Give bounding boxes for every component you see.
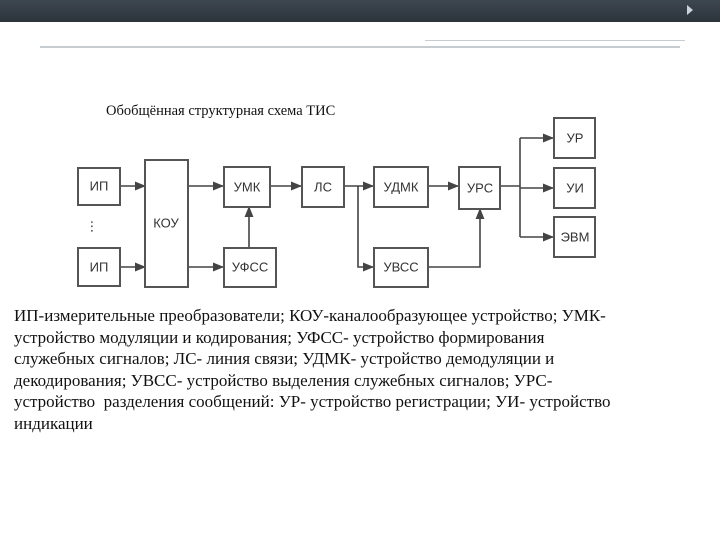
- block-label: ЛС: [314, 179, 332, 194]
- block-urs: УРС: [458, 166, 501, 210]
- block-label: УИ: [566, 180, 584, 195]
- slide-header-bar: [0, 0, 720, 22]
- block-label: УРС: [467, 180, 493, 195]
- block-umk: УМК: [223, 166, 271, 208]
- block-label: УДМК: [384, 179, 419, 194]
- arrow-icon: [687, 5, 693, 15]
- legend-text: ИП-измерительные преобразователи; КОУ-ка…: [14, 306, 611, 433]
- block-label: ИП: [90, 259, 109, 274]
- block-label: КОУ: [153, 215, 179, 230]
- block-label: УФСС: [232, 259, 269, 274]
- divider-line: [425, 40, 685, 41]
- block-label: УВСС: [383, 259, 418, 274]
- block-ui: УИ: [553, 167, 596, 209]
- connector-arrow: [357, 186, 375, 272]
- block-ls: ЛС: [301, 166, 345, 208]
- block-ip-2: ИП: [77, 247, 121, 287]
- block-uvss: УВСС: [373, 247, 429, 288]
- block-ufss: УФСС: [223, 247, 277, 288]
- block-ur: УР: [553, 117, 596, 159]
- ellipsis-label: ⋮: [86, 218, 99, 233]
- block-evm: ЭВМ: [553, 216, 596, 258]
- block-kou: КОУ: [144, 159, 189, 288]
- connector-arrow: [428, 207, 485, 268]
- block-label: УМК: [234, 179, 261, 194]
- divider-line: [40, 46, 680, 48]
- block-label: УР: [567, 130, 584, 145]
- block-ip-1: ИП: [77, 167, 121, 206]
- block-udmk: УДМК: [373, 166, 429, 208]
- block-label: ИП: [90, 178, 109, 193]
- block-label: ЭВМ: [561, 229, 590, 244]
- diagram-title: Обобщённая структурная схема ТИС: [106, 103, 336, 119]
